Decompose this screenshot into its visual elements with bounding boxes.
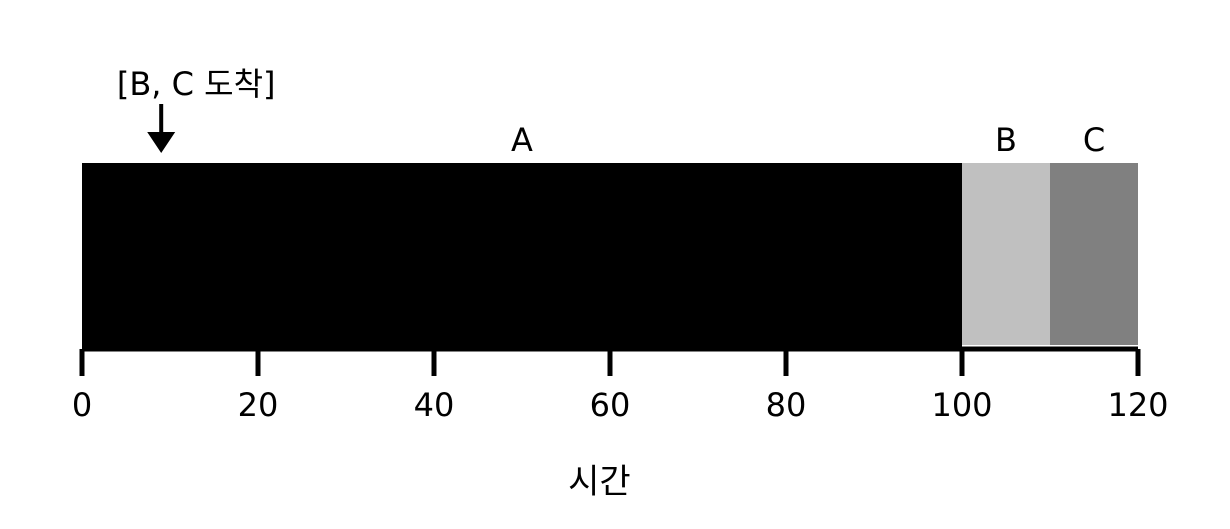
segment-label-B: B [995,121,1017,159]
ticks-group: 0 20 40 60 80 100 120 [72,349,1169,424]
tick-label: 0 [72,386,92,424]
tick-label: 100 [931,386,992,424]
annotation-text: [B, C 도착] [117,65,276,103]
segments-group [82,163,1138,349]
x-axis-label: 시간 [568,462,631,502]
segment-label-A: A [511,121,533,159]
segment-labels-group: A B C [511,121,1105,159]
tick-label: 20 [238,386,279,424]
tick-label: 60 [590,386,631,424]
tick-label: 120 [1107,386,1168,424]
segment-A [82,163,962,349]
segment-B [962,163,1050,345]
segment-label-C: C [1083,121,1105,159]
annotation-group: [B, C 도착] [117,65,276,153]
segment-C [1050,163,1138,345]
tick-label: 80 [766,386,807,424]
tick-label: 40 [414,386,455,424]
arrow-down-icon [147,132,176,153]
